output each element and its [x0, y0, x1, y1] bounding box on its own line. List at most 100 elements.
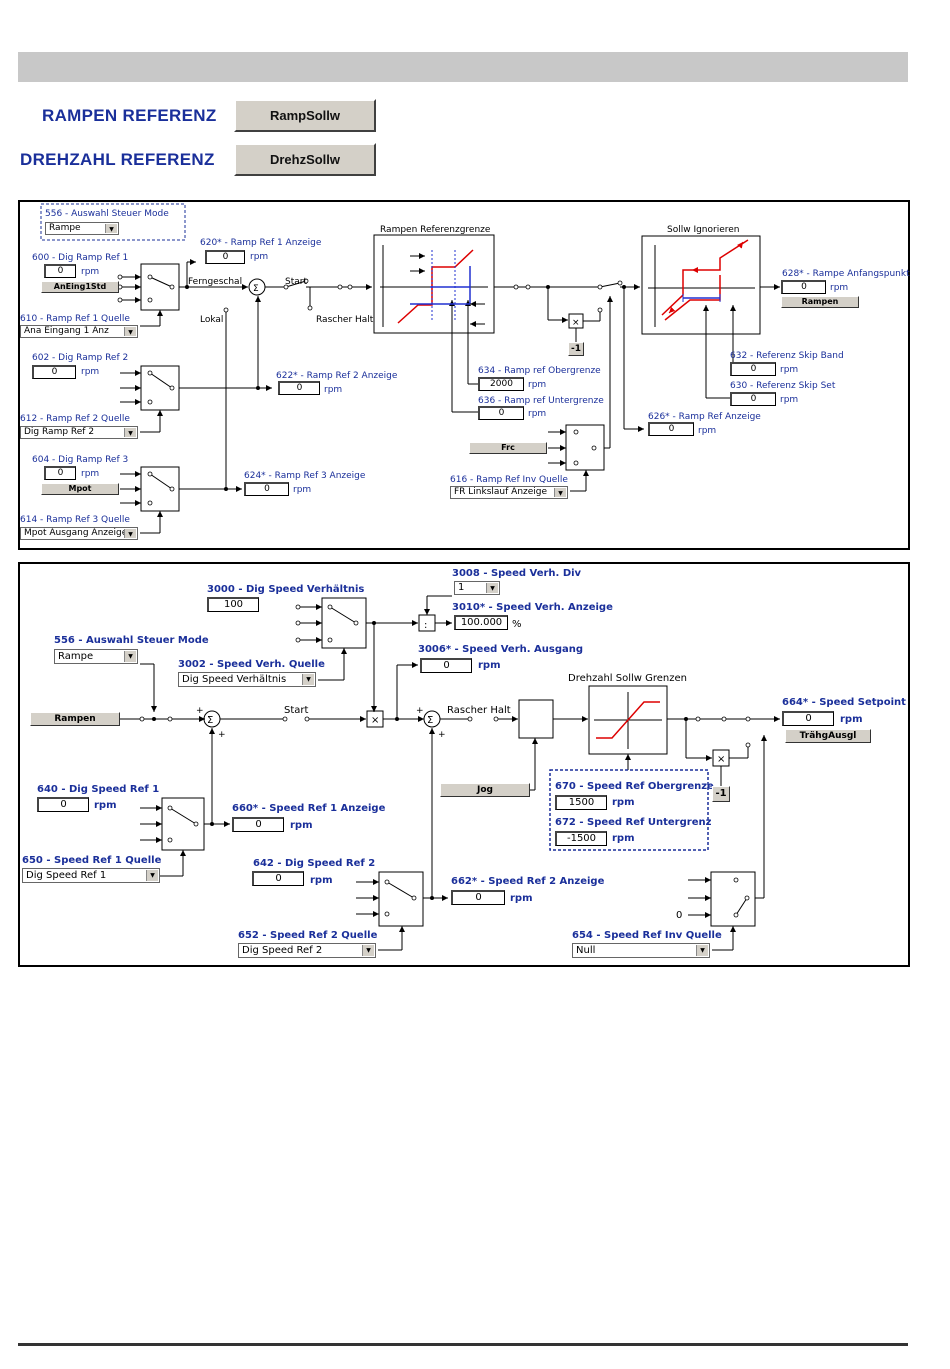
p642-input[interactable]: 0 — [252, 871, 304, 886]
p628-unit: rpm — [830, 283, 848, 293]
p556-label: 556 - Auswahl Steuer Mode — [45, 209, 169, 219]
p616-select[interactable]: FR Linkslauf Anzeige▼ — [450, 486, 568, 499]
p602-unit: rpm — [81, 367, 99, 377]
sum1-plus-top: + — [196, 706, 204, 716]
p614-label: 614 - Ramp Ref 3 Quelle — [20, 515, 130, 525]
p634-unit: rpm — [528, 380, 546, 390]
p630-input[interactable]: 0 — [730, 392, 776, 406]
p3000-input[interactable]: 100 — [207, 597, 259, 612]
p660-label: 660* - Speed Ref 1 Anzeige — [232, 803, 386, 814]
p670-input[interactable]: 1500 — [555, 795, 607, 810]
p600-unit: rpm — [81, 267, 99, 277]
p610-select-value: Ana Eingang 1 Anz — [24, 326, 109, 336]
p650-select-value: Dig Speed Ref 1 — [26, 870, 107, 881]
chevron-down-icon: ▼ — [124, 428, 136, 437]
p632-unit: rpm — [780, 365, 798, 375]
chevron-down-icon: ▼ — [105, 224, 117, 233]
p670-unit: rpm — [612, 797, 635, 808]
p622-display: 0 — [278, 381, 320, 395]
p3010-display: 100.000 — [454, 615, 508, 630]
p636-input[interactable]: 0 — [478, 406, 524, 420]
sum1-plus-bottom: + — [218, 730, 226, 740]
p612-label: 612 - Ramp Ref 2 Quelle — [20, 414, 130, 424]
p614-select-value: Mpot Ausgang Anzeige — [24, 528, 128, 538]
speed-sum2-glyph: Σ — [427, 715, 433, 726]
chevron-down-icon: ▼ — [362, 945, 374, 956]
ramp-multiply-glyph: × — [572, 318, 580, 328]
ramp-minus-one-block: -1 — [568, 342, 584, 356]
ramp-sollw-button[interactable]: RampSollw — [234, 99, 376, 132]
p3008-label: 3008 - Speed Verh. Div — [452, 568, 582, 579]
p3002-select[interactable]: Dig Speed Verhältnis▼ — [178, 672, 316, 687]
p602-label: 602 - Dig Ramp Ref 2 — [32, 353, 128, 363]
p628-display: 0 — [781, 280, 826, 294]
p3002-label: 3002 - Speed Verh. Quelle — [178, 659, 325, 670]
frc-button[interactable]: Frc — [469, 442, 547, 454]
speed-rampen-button[interactable]: Rampen — [30, 712, 120, 726]
p660-display: 0 — [232, 817, 284, 832]
p616-label: 616 - Ramp Ref Inv Quelle — [450, 475, 568, 485]
p626-unit: rpm — [698, 426, 716, 436]
p610-select[interactable]: Ana Eingang 1 Anz▼ — [20, 325, 138, 338]
p556-speed-select[interactable]: Rampe ▼ — [54, 649, 138, 664]
p652-label: 652 - Speed Ref 2 Quelle — [238, 930, 378, 941]
p614-select[interactable]: Mpot Ausgang Anzeige▼ — [20, 527, 138, 540]
p664-display: 0 — [782, 711, 834, 726]
p556-select[interactable]: Rampe ▼ — [45, 222, 119, 235]
p632-input[interactable]: 0 — [730, 362, 776, 376]
p3000-label: 3000 - Dig Speed Verhältnis — [207, 584, 364, 595]
speed-multiply1-glyph: × — [371, 715, 379, 726]
mpot-button[interactable]: Mpot — [41, 483, 119, 495]
sollw-ignorieren-label: Sollw Ignorieren — [667, 225, 740, 235]
p3010-label: 3010* - Speed Verh. Anzeige — [452, 602, 613, 613]
p642-unit: rpm — [310, 875, 333, 886]
p640-unit: rpm — [94, 800, 117, 811]
drehz-sollw-button[interactable]: DrehzSollw — [234, 143, 376, 176]
p600-label: 600 - Dig Ramp Ref 1 — [32, 253, 128, 263]
p662-unit: rpm — [510, 893, 533, 904]
p604-input[interactable]: 0 — [44, 466, 76, 480]
p670-label: 670 - Speed Ref Obergrenze — [555, 781, 714, 792]
p600-input[interactable]: 0 — [44, 264, 76, 278]
p604-unit: rpm — [81, 469, 99, 479]
header-bar — [18, 52, 908, 82]
p624-label: 624* - Ramp Ref 3 Anzeige — [244, 471, 366, 481]
chevron-down-icon: ▼ — [124, 651, 136, 662]
p672-unit: rpm — [612, 833, 635, 844]
ferngeschal-label: Ferngeschal — [188, 277, 242, 287]
p556-speed-select-value: Rampe — [58, 651, 94, 662]
rampen-referenz-title: RAMPEN REFERENZ — [42, 106, 217, 125]
p640-input[interactable]: 0 — [37, 797, 89, 812]
rampen-button[interactable]: Rampen — [781, 296, 859, 308]
p624-display: 0 — [244, 482, 289, 496]
p662-label: 662* - Speed Ref 2 Anzeige — [451, 876, 605, 887]
traeg-ausgl-button[interactable]: TrähgAusgl — [785, 729, 871, 743]
p610-label: 610 - Ramp Ref 1 Quelle — [20, 314, 130, 324]
p634-input[interactable]: 2000 — [478, 377, 524, 391]
p630-label: 630 - Referenz Skip Set — [730, 381, 836, 391]
speed-sum1-glyph: Σ — [207, 715, 213, 726]
speed-rascher-halt-label: Rascher Halt — [447, 705, 511, 716]
p612-select[interactable]: Dig Ramp Ref 2▼ — [20, 426, 138, 439]
p3008-select[interactable]: 1▼ — [454, 581, 500, 595]
p652-select[interactable]: Dig Speed Ref 2▼ — [238, 943, 376, 958]
p654-select[interactable]: Null▼ — [572, 943, 710, 958]
jog-button[interactable]: Jog — [440, 783, 530, 797]
sum2-plus-top: + — [416, 706, 424, 716]
p556-select-value: Rampe — [49, 223, 81, 233]
p3002-select-value: Dig Speed Verhältnis — [182, 674, 287, 685]
p622-unit: rpm — [324, 385, 342, 395]
p672-input[interactable]: -1500 — [555, 831, 607, 846]
lokal-label: Lokal — [200, 315, 223, 325]
p632-label: 632 - Referenz Skip Band — [730, 351, 844, 361]
p3006-label: 3006* - Speed Verh. Ausgang — [418, 644, 583, 655]
p3010-unit: % — [512, 619, 522, 630]
rascher-halt-label: Rascher Halt — [316, 315, 374, 325]
p654-select-value: Null — [576, 945, 596, 956]
divide-glyph: : — [424, 620, 427, 631]
speed-limits-group — [549, 769, 709, 851]
p650-select[interactable]: Dig Speed Ref 1▼ — [22, 868, 160, 883]
anein-button[interactable]: AnEing1Std — [41, 281, 119, 293]
p602-input[interactable]: 0 — [32, 365, 76, 379]
